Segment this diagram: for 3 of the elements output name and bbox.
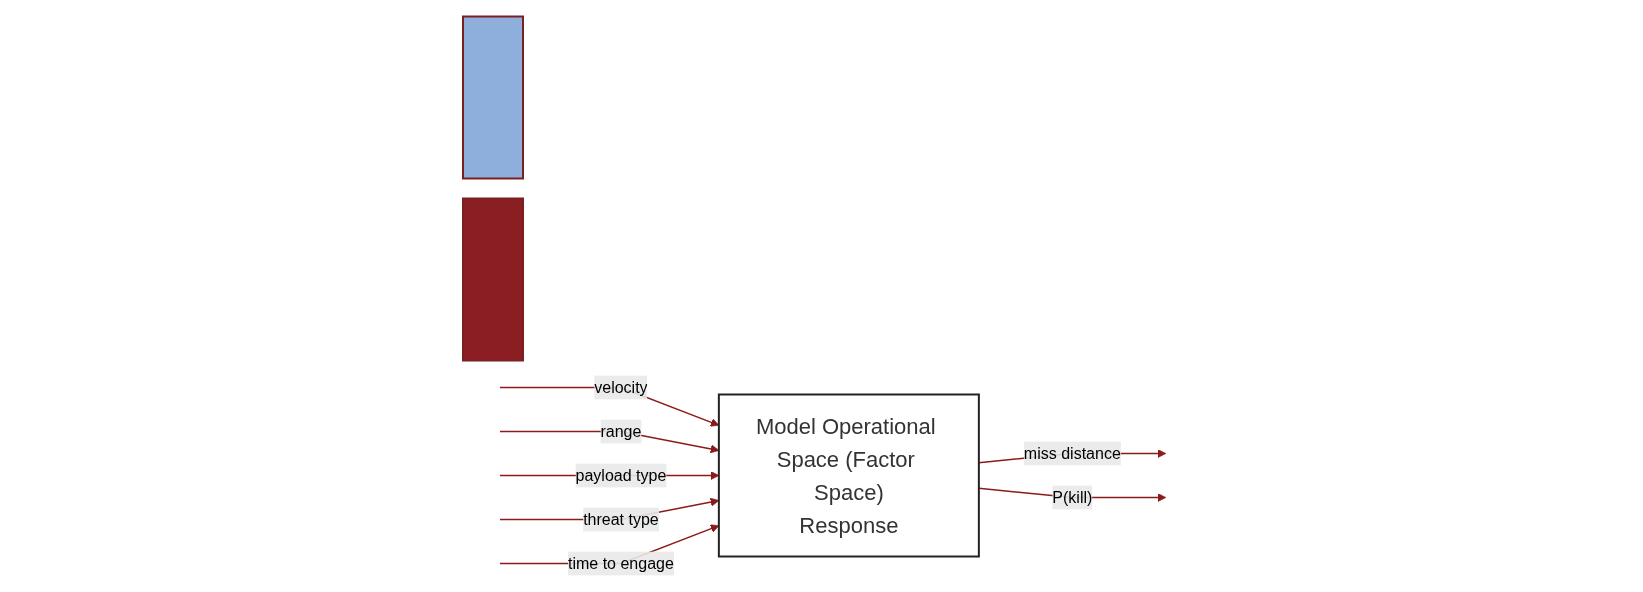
node-bar <box>462 197 525 362</box>
node-box: Model Operational Space (Factor Space) Response <box>717 393 980 558</box>
node-bar <box>462 15 525 180</box>
